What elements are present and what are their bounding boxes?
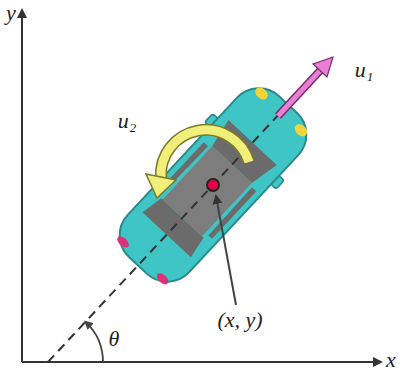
rotation-arrow: [146, 130, 249, 198]
angle-arc: [86, 322, 104, 362]
input-label: u₁: [355, 58, 374, 82]
velocity-arrow: [278, 57, 333, 116]
center-point: [207, 179, 219, 191]
leader-line: [216, 196, 236, 305]
input-label: u₂: [118, 109, 137, 133]
axis-label: y: [6, 1, 16, 25]
position-label: (x, y): [217, 308, 262, 332]
x-axis: [22, 361, 381, 363]
heading-line: [48, 97, 295, 362]
angle-label: θ: [109, 327, 120, 351]
y-axis: [21, 10, 23, 362]
axis-label: x: [386, 348, 396, 372]
